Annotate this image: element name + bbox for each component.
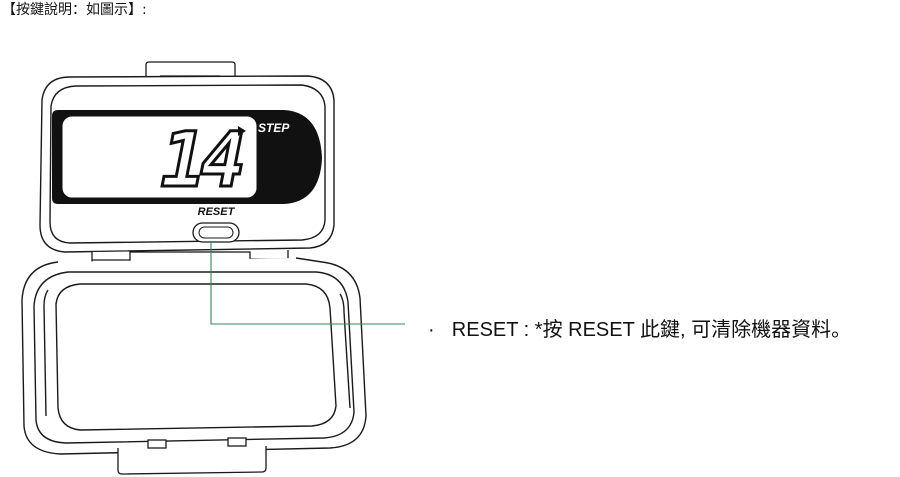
top-clip-tab [145,61,236,77]
callout-key-name: RESET : [451,319,530,341]
bottom-clip-tab [117,437,267,475]
reset-button[interactable] [192,222,240,243]
instruction-heading: 【按鍵說明：如圖示】: [2,2,147,18]
reset-callout-leader-line [210,242,405,325]
reset-button-label: RESET [198,206,236,218]
step-mode-label: STEP [258,121,290,135]
reset-callout: · RESET : *按 RESET 此鍵, 可清除機器資料。 [428,316,851,344]
mode-indicator-arrow-icon [238,126,246,136]
callout-bullet: · [428,319,435,341]
lcd-screen [61,115,258,199]
lower-body [21,257,367,455]
callout-description: *按 RESET 此鍵, 可清除機器資料。 [534,319,852,341]
lcd-step-count: 14 [160,115,242,204]
